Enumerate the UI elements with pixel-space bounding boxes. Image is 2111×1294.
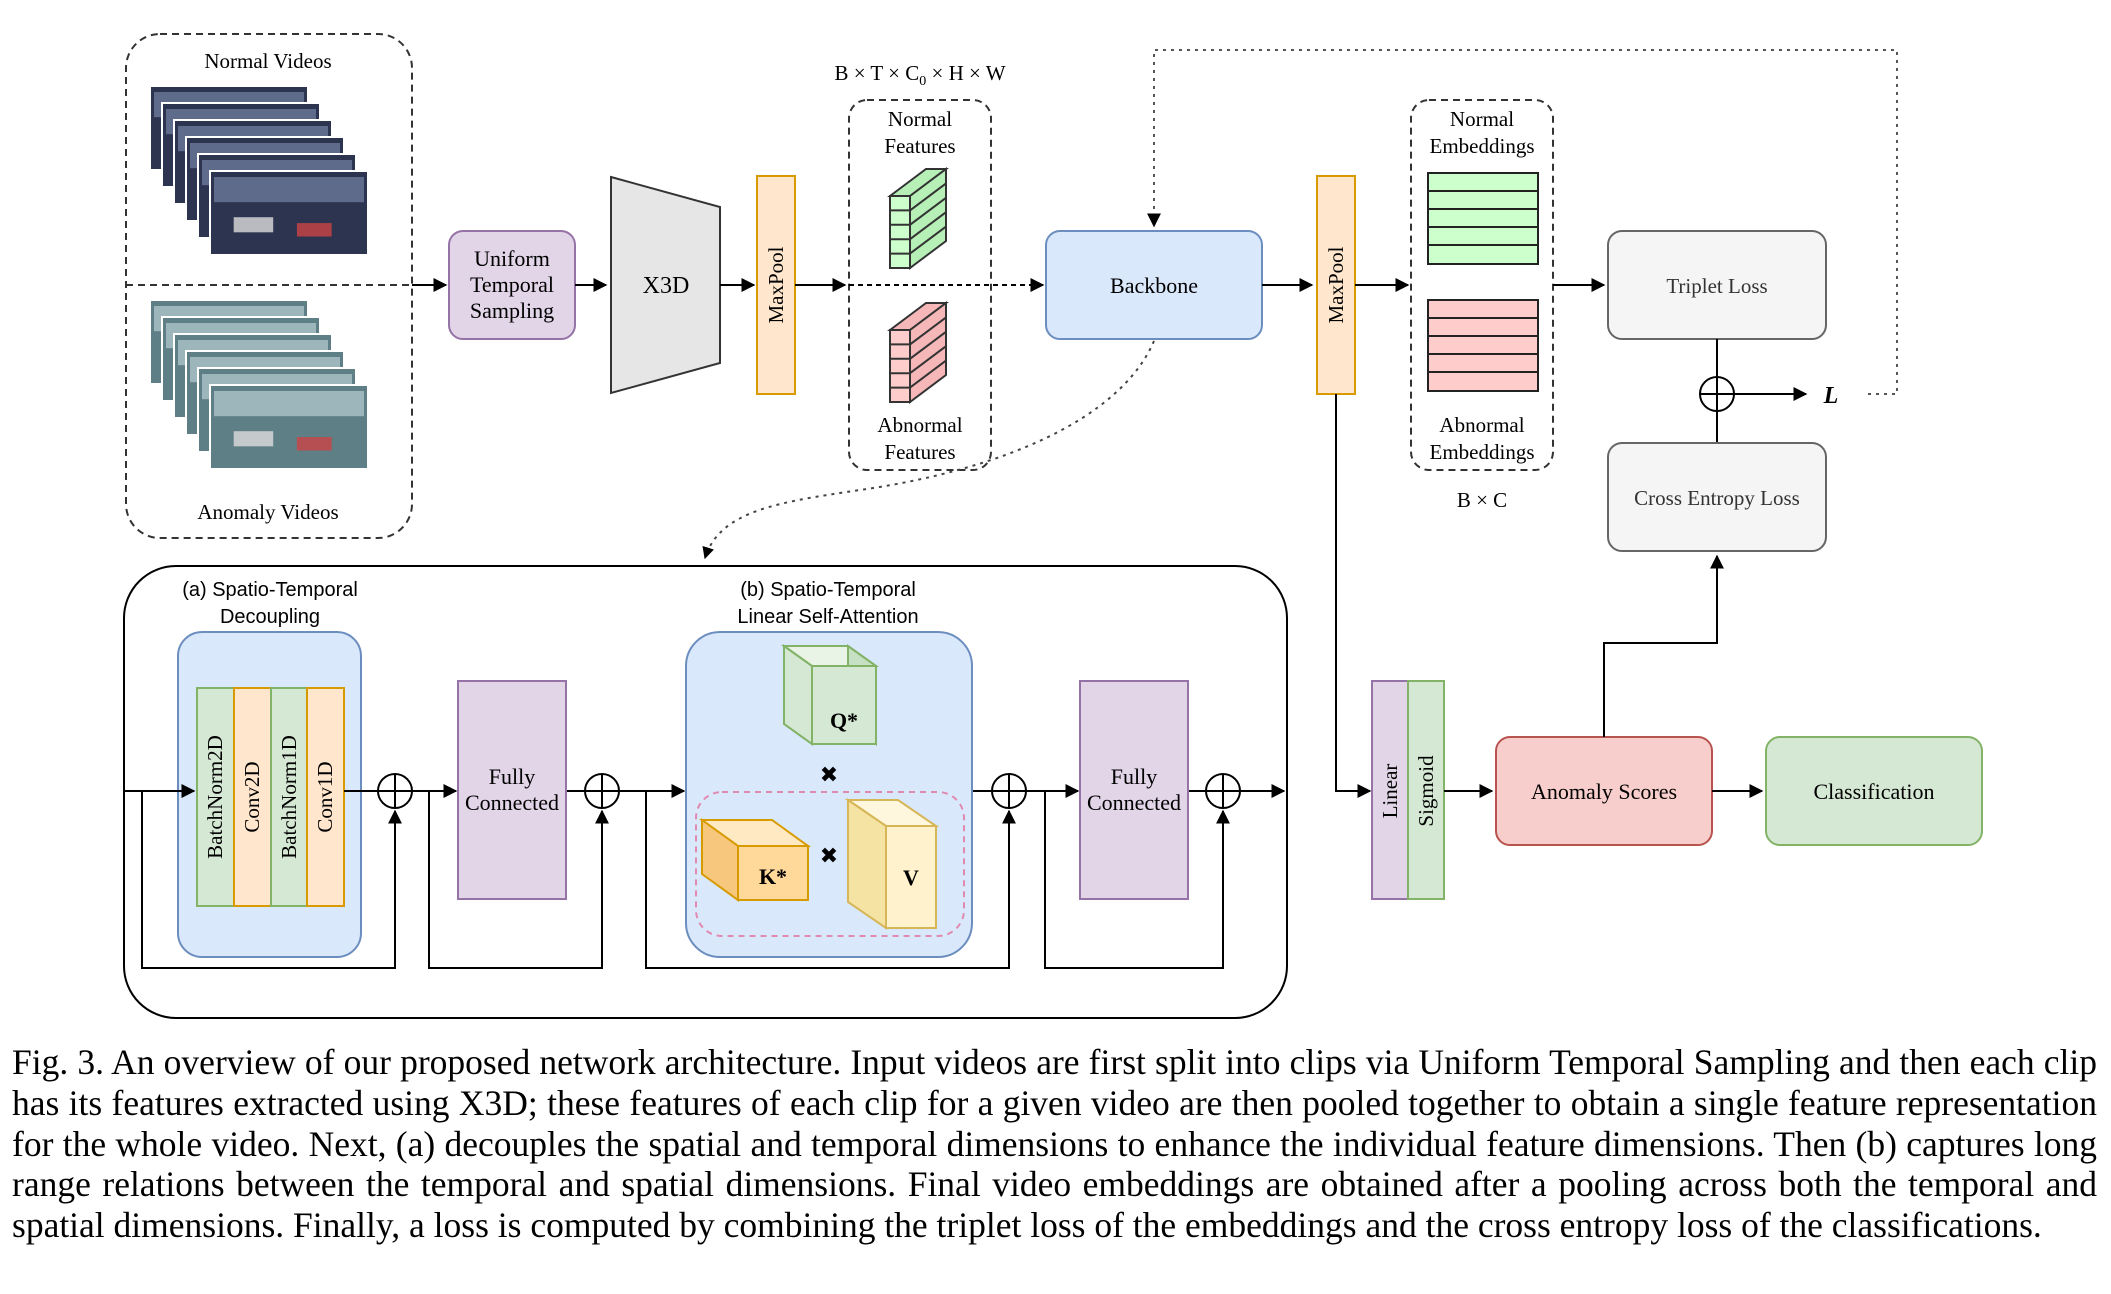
backbone-label: Backbone	[1110, 273, 1198, 298]
anomaly-videos-title: Anomaly Videos	[197, 500, 338, 524]
sigmoid-label: Sigmoid	[1414, 755, 1438, 827]
input-videos-group: Normal Videos Anomaly Videos	[125, 33, 413, 539]
conv2d-label: Conv2D	[240, 761, 264, 832]
linear-label: Linear	[1378, 764, 1402, 819]
sampling-label-line-1: Uniform	[474, 246, 550, 271]
conv1d-layer	[306, 687, 345, 907]
abnormal-feature-stack	[887, 301, 949, 404]
arrow-maxpool-to-linear	[1335, 394, 1372, 798]
triplet-loss-label: Triplet Loss	[1666, 274, 1767, 298]
architecture-diagram: Normal Videos Anomaly Videos Uniform Tem…	[123, 33, 1983, 1019]
normal-embedding-matrix	[1427, 172, 1539, 265]
total-loss-symbol: L	[1823, 383, 1839, 409]
normal-feature-stack	[887, 167, 949, 270]
feature-shape-label: B × T × C0 × H × W	[834, 61, 1005, 89]
normal-embeddings-line-1: Normal	[1450, 107, 1514, 131]
anomaly-video-frames	[149, 299, 369, 470]
block-a-title-line-1: (a) Spatio-Temporal	[182, 579, 358, 601]
normal-features-line-1: Normal	[888, 107, 952, 131]
conv1d-label: Conv1D	[313, 761, 337, 832]
fully-connected-1-line-1: Fully	[489, 764, 535, 789]
block-b-title-line-1: (b) Spatio-Temporal	[740, 579, 916, 601]
block-a-title-line-2: Decoupling	[220, 606, 320, 628]
k-cube: K*	[698, 818, 812, 902]
backbone-block: Backbone	[1045, 230, 1263, 340]
video-frame	[209, 384, 369, 470]
features-group: Normal Features Abnormal Features	[848, 99, 1043, 471]
residual-sum-node-1	[377, 773, 413, 809]
residual-sum-node-2	[584, 773, 620, 809]
fully-connected-2-line-1: Fully	[1111, 764, 1157, 789]
detail-flow-arrows	[124, 784, 1286, 969]
normal-video-frames	[149, 85, 369, 256]
abnormal-features-line-2: Features	[884, 440, 955, 464]
batchnorm2d-layer	[196, 687, 235, 907]
maxpool-block-2: MaxPool	[1316, 175, 1356, 395]
block-b-title-line-2: Linear Self-Attention	[737, 606, 918, 628]
x3d-block: X3D	[610, 175, 721, 395]
multiply-symbol-q: ✖	[820, 762, 838, 787]
cross-entropy-loss-block: Cross Entropy Loss	[1607, 442, 1827, 552]
uniform-temporal-sampling-block: Uniform Temporal Sampling	[448, 230, 576, 340]
v-cube: V	[844, 798, 940, 930]
normal-videos-title: Normal Videos	[204, 49, 331, 73]
linear-sigmoid-block: Linear Sigmoid	[1371, 680, 1445, 900]
residual-sum-node-3	[991, 773, 1027, 809]
abnormal-features-line-1: Abnormal	[877, 413, 962, 437]
fully-connected-1-line-2: Connected	[465, 790, 559, 815]
classification-block: Classification	[1765, 736, 1983, 846]
batchnorm2d-label: BatchNorm2D	[203, 735, 227, 859]
abnormal-embeddings-line-2: Embeddings	[1430, 440, 1535, 464]
fully-connected-block-2: Fully Connected	[1079, 680, 1189, 900]
normal-embeddings-line-2: Embeddings	[1430, 134, 1535, 158]
batchnorm1d-label: BatchNorm1D	[277, 735, 301, 859]
cross-entropy-loss-label: Cross Entropy Loss	[1634, 486, 1800, 510]
q-cube: Q*	[780, 644, 880, 746]
residual-sum-node-4	[1205, 773, 1241, 809]
anomaly-scores-label: Anomaly Scores	[1531, 779, 1677, 804]
arrow-scores-to-cross-entropy	[1603, 554, 1724, 737]
abnormal-embedding-matrix	[1427, 299, 1539, 392]
maxpool-label-1: MaxPool	[764, 246, 788, 323]
key-value-group	[695, 791, 965, 937]
batchnorm1d-layer	[270, 687, 308, 907]
loss-sum-node	[1699, 376, 1735, 412]
triplet-loss-block: Triplet Loss	[1607, 230, 1827, 340]
sampling-label-line-2: Temporal	[470, 272, 554, 297]
embeddings-group: Normal Embeddings Abnormal Embeddings	[1410, 99, 1554, 471]
v-label: V	[903, 865, 919, 890]
q-label: Q*	[830, 708, 858, 733]
normal-features-line-2: Features	[884, 134, 955, 158]
sampling-label-line-3: Sampling	[470, 298, 554, 323]
k-label: K*	[759, 864, 787, 889]
embedding-shape-label: B × C	[1457, 488, 1507, 512]
video-frame	[209, 170, 369, 256]
maxpool-label-2: MaxPool	[1324, 246, 1348, 323]
maxpool-block-1: MaxPool	[756, 175, 796, 395]
backbone-detail-dotted-curve	[702, 340, 1155, 560]
x3d-label: X3D	[643, 273, 690, 299]
abnormal-embeddings-line-1: Abnormal	[1439, 413, 1524, 437]
anomaly-scores-block: Anomaly Scores	[1495, 736, 1713, 846]
multiply-symbol-k: ✖	[820, 843, 838, 868]
decoupling-layers: BatchNorm2D Conv2D BatchNorm1D Conv1D	[196, 687, 345, 907]
fully-connected-2-line-2: Connected	[1087, 790, 1181, 815]
classification-label: Classification	[1814, 779, 1935, 804]
fully-connected-block-1: Fully Connected	[457, 680, 567, 900]
linear-layer	[1371, 680, 1409, 900]
figure-caption: Fig. 3. An overview of our proposed netw…	[12, 1042, 2097, 1246]
